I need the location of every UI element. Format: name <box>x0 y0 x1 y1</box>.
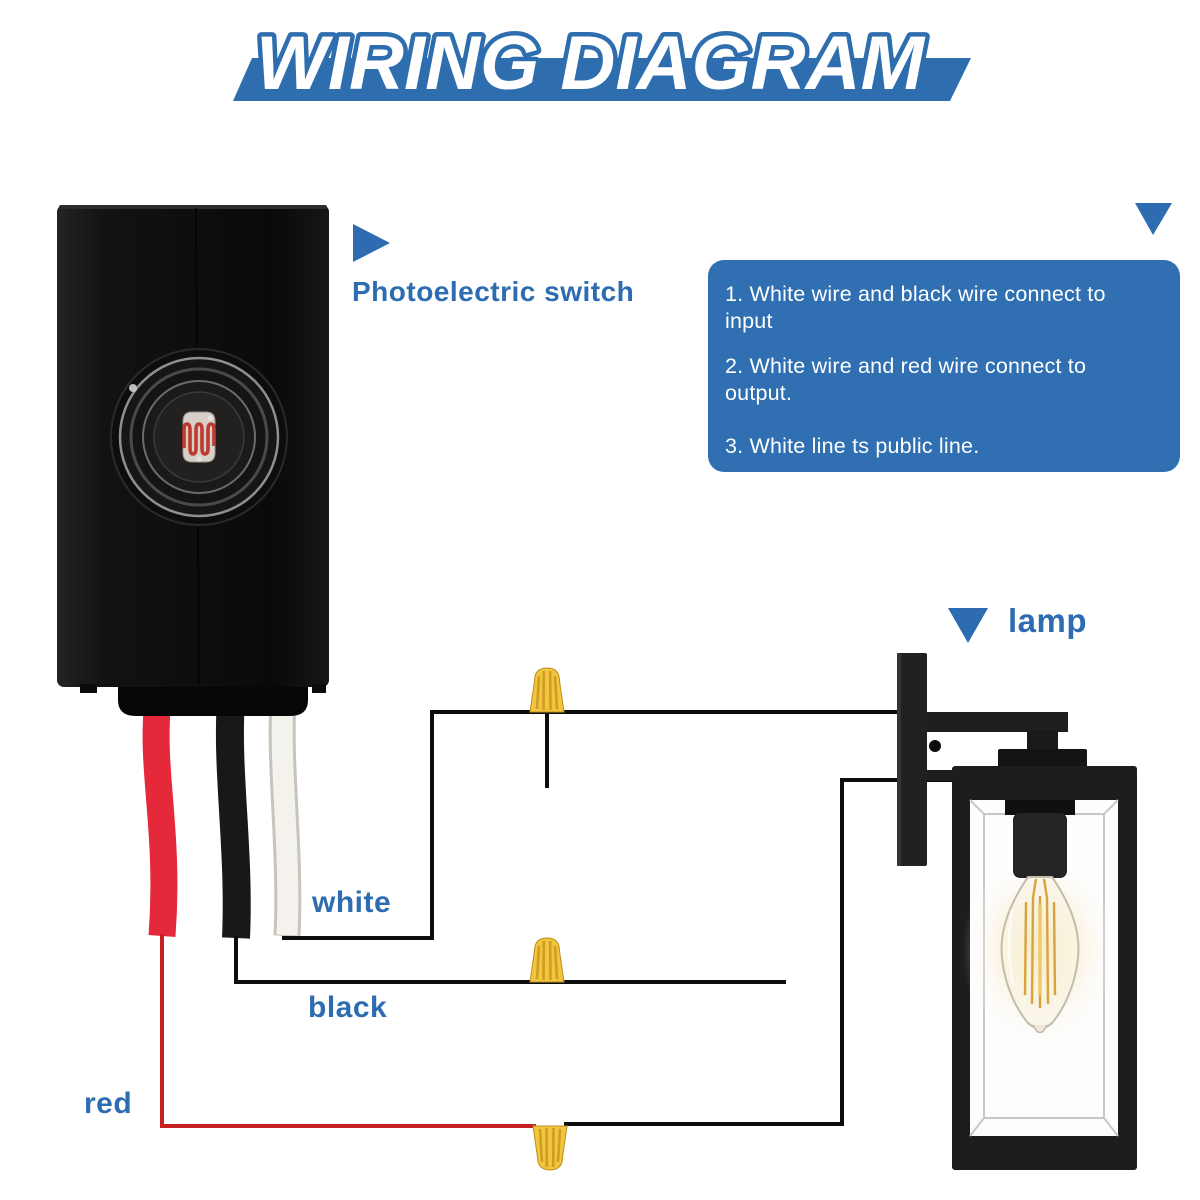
socket-collar <box>1005 800 1075 815</box>
mount-pin <box>927 770 954 781</box>
black-pigtail-wire <box>215 699 251 939</box>
white-wire-label: white <box>312 886 392 919</box>
edison-bulb <box>1000 876 1080 1034</box>
black-circuit-line <box>234 936 786 984</box>
arm-step <box>1027 730 1058 751</box>
glass-reflection <box>1007 909 1015 986</box>
black-wire-label: black <box>308 991 388 1024</box>
white-pigtail-wire <box>271 700 299 936</box>
title-banner: WIRING DIAGRAM <box>233 17 971 111</box>
lamp-feed-line <box>564 778 953 1126</box>
red-pigtail-wire <box>142 698 178 938</box>
note-item-2: 2. White wire and red wire connect to ou… <box>725 354 1087 405</box>
switch-top-highlight <box>59 205 327 209</box>
sensor-glint <box>129 384 137 392</box>
triangle-down-icon <box>1135 203 1172 235</box>
wire-nut-middle <box>528 936 566 984</box>
note-item-3: 3. White line ts public line. <box>725 434 980 458</box>
wall-lantern <box>897 653 1137 1170</box>
bulb-socket <box>1013 813 1067 878</box>
switch-bottom-cap <box>118 687 308 716</box>
lantern-roof <box>998 749 1087 768</box>
lamp-label: lamp <box>1008 602 1088 639</box>
wiring-notes-box: 1. White wire and black wire connect to … <box>708 260 1180 472</box>
switch-tab-right <box>312 684 326 693</box>
white-circuit-line <box>282 710 897 940</box>
triangle-right-icon <box>353 224 390 262</box>
switch-tab-left <box>80 684 97 693</box>
photoelectric-switch-label: Photoelectric switch <box>352 276 635 307</box>
mount-arm <box>927 712 1068 732</box>
wire-nut-top <box>528 666 566 714</box>
triangle-down-icon <box>948 608 988 643</box>
note-item-1: 1. White wire and black wire connect to … <box>725 282 1106 333</box>
photoelectric-switch-device <box>57 205 329 693</box>
bulb-tip <box>1032 1024 1048 1034</box>
red-wire-label: red <box>84 1087 133 1120</box>
red-circuit-line <box>160 934 536 1128</box>
wall-mount-plate <box>897 653 927 866</box>
photoresistor-trace <box>182 422 216 456</box>
page-title: WIRING DIAGRAM <box>256 21 926 106</box>
mount-screw <box>929 740 941 752</box>
wire-nut-bottom <box>531 1124 569 1172</box>
photocell-sensor <box>110 348 288 526</box>
pigtail-wires <box>142 698 302 939</box>
title-band <box>233 58 971 101</box>
